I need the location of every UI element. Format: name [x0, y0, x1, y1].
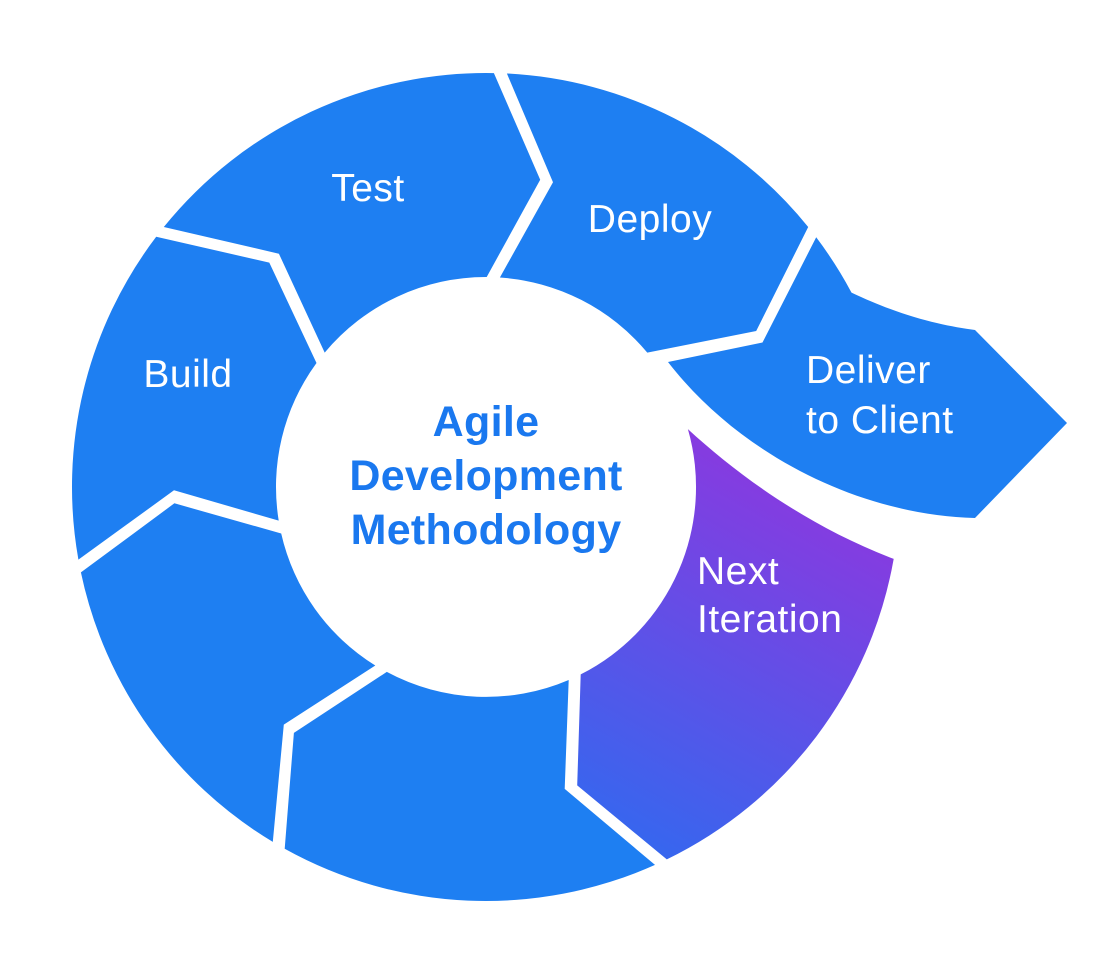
label-build: Build — [143, 353, 232, 396]
label-deliver-line1: Deliver — [806, 349, 931, 392]
segment-deploy — [499, 73, 809, 353]
segment-test — [163, 73, 541, 353]
label-next-iteration-line2: Iteration — [697, 598, 842, 641]
label-test: Test — [331, 167, 405, 210]
segment-deliver-to-client — [668, 237, 1067, 519]
label-deliver-line2: to Client — [806, 399, 954, 442]
center-title-line3: Methodology — [351, 506, 622, 554]
segment-unlabeled-bottom — [284, 671, 655, 901]
center-title-line2: Development — [349, 452, 622, 500]
segment-next-iteration — [577, 429, 894, 860]
segment-build — [71, 236, 317, 560]
center-title-line1: Agile — [433, 398, 540, 446]
segment-unlabeled-bottom-left — [80, 503, 376, 842]
label-deploy: Deploy — [588, 198, 712, 241]
label-next-iteration-line1: Next — [697, 550, 779, 593]
